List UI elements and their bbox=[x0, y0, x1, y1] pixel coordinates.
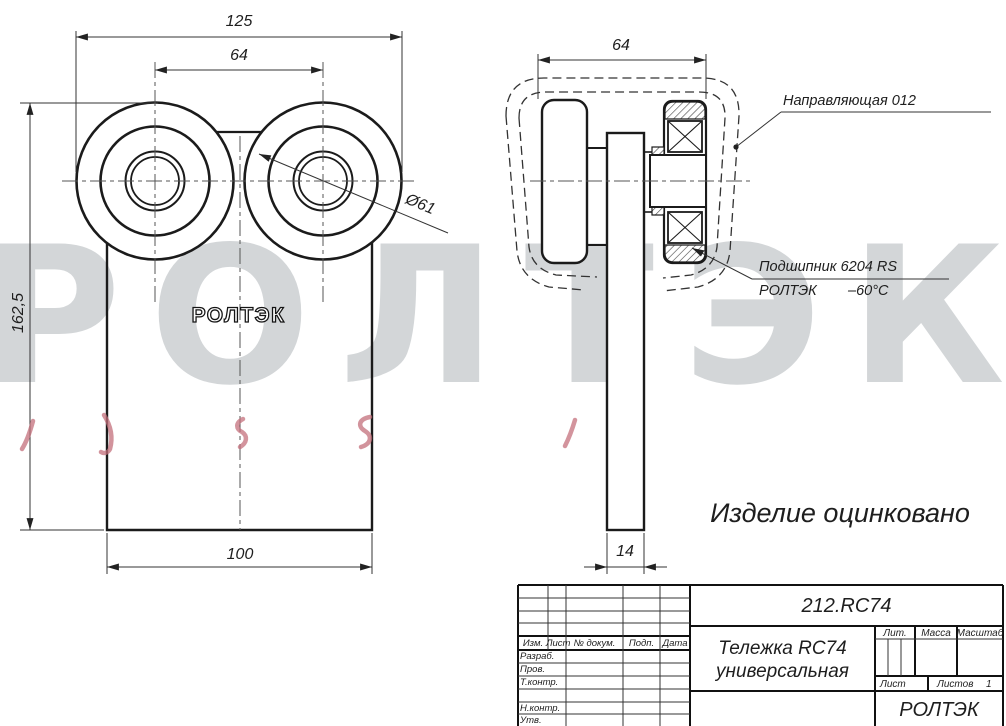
dim-overall-width: 125 bbox=[225, 13, 253, 30]
part-name-line1: Тележка RC74 bbox=[718, 638, 847, 659]
rail-dashed-outline bbox=[505, 77, 740, 292]
dim-wheel-spacing: 64 bbox=[230, 47, 248, 64]
row-tkontr: Т.контр. bbox=[520, 677, 559, 688]
list-label: Лист bbox=[880, 679, 906, 690]
company-name: РОЛТЭК bbox=[899, 699, 979, 721]
plate-logo: РОЛТЭК bbox=[191, 303, 286, 327]
dim-plate-width: 100 bbox=[226, 546, 254, 563]
row-prov: Пров. bbox=[520, 664, 546, 675]
callout-bearing-temp: –60°C bbox=[848, 283, 889, 299]
galvanized-note: Изделие оцинковано bbox=[710, 498, 970, 528]
part-name-line2: универсальная bbox=[716, 661, 849, 682]
col-podp: Подп. bbox=[628, 638, 655, 649]
col-doc: № докум. bbox=[573, 638, 616, 649]
watermark-text: РОЛТЭК bbox=[0, 206, 1006, 427]
red-watermark-fragments bbox=[19, 412, 578, 456]
masshtab-label: Масштаб bbox=[956, 628, 1004, 639]
title-block-grid bbox=[517, 584, 1004, 726]
callout-bearing-type: Подшипник 6204 RS bbox=[759, 259, 898, 275]
col-izm: Изм. bbox=[522, 638, 544, 649]
listov-value: 1 bbox=[986, 679, 992, 690]
dim-side-width: 64 bbox=[612, 37, 630, 54]
listov-label: Листов bbox=[937, 679, 974, 690]
dim-plate-thickness: 14 bbox=[616, 543, 634, 560]
massa-label: Масса bbox=[921, 628, 951, 639]
col-data: Дата bbox=[662, 638, 688, 649]
lit-label: Лит. bbox=[883, 628, 907, 639]
callout-bearing-brand: РОЛТЭК bbox=[759, 283, 817, 299]
col-list: Лист bbox=[546, 638, 571, 649]
row-razrab: Разраб. bbox=[520, 651, 555, 662]
doc-number: 212.RC74 bbox=[801, 595, 892, 617]
side-view bbox=[540, 98, 708, 532]
row-nkontr: Н.контр. bbox=[520, 703, 561, 714]
row-utv: Утв. bbox=[520, 715, 542, 726]
center-lines bbox=[62, 62, 752, 530]
dimension-lines bbox=[20, 31, 991, 574]
callout-rail: Направляющая 012 bbox=[783, 93, 916, 109]
dim-height: 162,5 bbox=[10, 292, 27, 334]
